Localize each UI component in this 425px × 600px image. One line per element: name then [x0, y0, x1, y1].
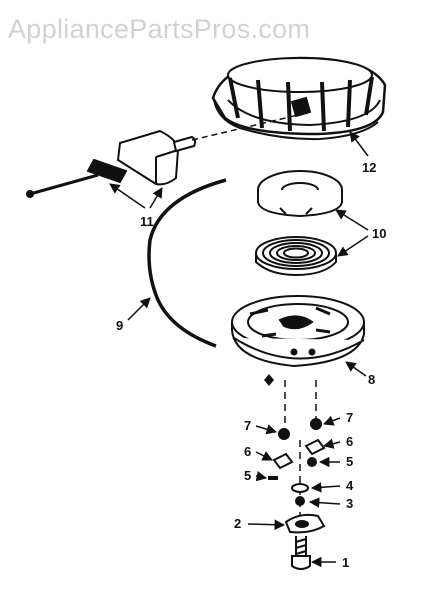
callout-4: 4 — [346, 478, 354, 493]
left-pawl-stack — [268, 428, 294, 480]
leader-5l — [255, 470, 268, 482]
washer — [291, 483, 309, 493]
callout-5-left: 5 — [244, 468, 251, 483]
leader-7r — [323, 415, 341, 426]
pulley-detent — [264, 374, 274, 386]
leader-6l — [255, 451, 273, 461]
recoil-spring — [255, 236, 337, 277]
callout-3: 3 — [346, 496, 353, 511]
callout-8: 8 — [368, 372, 375, 387]
pulley — [231, 295, 365, 368]
starter-rope — [147, 178, 227, 348]
callout-10: 10 — [372, 226, 386, 241]
callout-11: 11 — [140, 214, 154, 229]
leader-6r — [322, 438, 341, 449]
leader-8 — [345, 361, 367, 377]
leader-10b — [337, 235, 369, 257]
callout-5-right: 5 — [346, 454, 353, 469]
callout-12: 12 — [362, 160, 376, 175]
leader-10a — [335, 209, 369, 231]
spacer — [295, 496, 305, 506]
brake-plate — [284, 513, 326, 534]
callout-2: 2 — [234, 516, 241, 531]
leader-12 — [349, 131, 369, 157]
leader-9 — [127, 297, 151, 321]
callout-1: 1 — [342, 555, 349, 570]
callout-6-left: 6 — [244, 444, 251, 459]
callout-6-right: 6 — [346, 434, 353, 449]
callout-9: 9 — [116, 318, 123, 333]
leader-11a — [109, 183, 146, 209]
right-pawl-stack — [304, 418, 326, 467]
callout-7-left: 7 — [244, 418, 251, 433]
center-screw — [291, 536, 311, 570]
leader-7l — [255, 424, 278, 435]
leader-3 — [308, 497, 341, 508]
pawl-retainer-plate — [257, 170, 343, 218]
starter-handle — [26, 129, 197, 198]
leader-2 — [247, 519, 286, 530]
watermark: AppliancePartsPros.com — [8, 14, 311, 44]
callout-7-right: 7 — [346, 410, 353, 425]
housing-cover — [211, 56, 387, 141]
leader-4 — [310, 482, 341, 493]
leader-11b — [149, 187, 163, 209]
